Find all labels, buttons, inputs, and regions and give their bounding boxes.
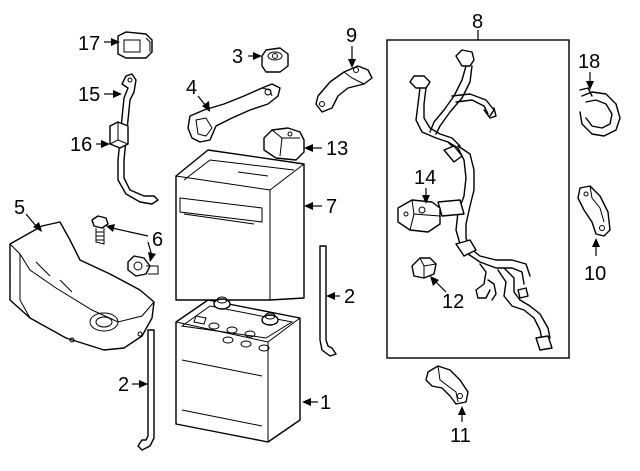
cable-clamp [579,87,621,137]
battery-box [175,149,305,301]
terminal-cover [263,127,305,161]
callout-3: 3 [232,46,243,68]
fusible-link-holder [117,31,153,59]
battery-tray [9,221,155,351]
callout-5: 5 [14,197,25,219]
battery-nut [261,47,289,73]
callout-4: 4 [186,77,197,99]
hold-down-rod-left [137,329,155,451]
callout-2-left: 2 [118,374,129,396]
wiring-harness [409,49,553,351]
harness-clip [411,257,437,279]
leader-lines [25,38,600,422]
callout-6: 6 [152,229,163,251]
callout-8: 8 [472,11,483,33]
hold-down-rod-right [319,245,337,357]
callout-15: 15 [78,84,100,106]
callout-13: 13 [326,138,348,160]
harness-bracket [577,185,611,237]
battery-support-bracket [425,365,469,405]
callout-7: 7 [326,196,337,218]
harness-group-frame [386,39,570,359]
battery-cable [117,73,159,205]
callout-14: 14 [414,167,436,189]
callout-18: 18 [578,51,600,73]
mounting-bracket [315,65,373,113]
cable-clip [109,121,129,149]
callout-2-right: 2 [344,286,355,308]
hold-down-bracket [187,83,281,143]
tray-bolt-upper [91,215,109,245]
callout-10: 10 [584,263,606,285]
callout-12: 12 [442,291,464,313]
callout-1: 1 [320,392,331,414]
relay-bracket [397,199,441,233]
callout-17: 17 [78,33,100,55]
battery [175,296,301,443]
callout-16: 16 [70,134,92,156]
callout-11: 11 [450,425,471,447]
callout-9: 9 [346,25,357,47]
tray-bolt-lower [127,255,159,277]
